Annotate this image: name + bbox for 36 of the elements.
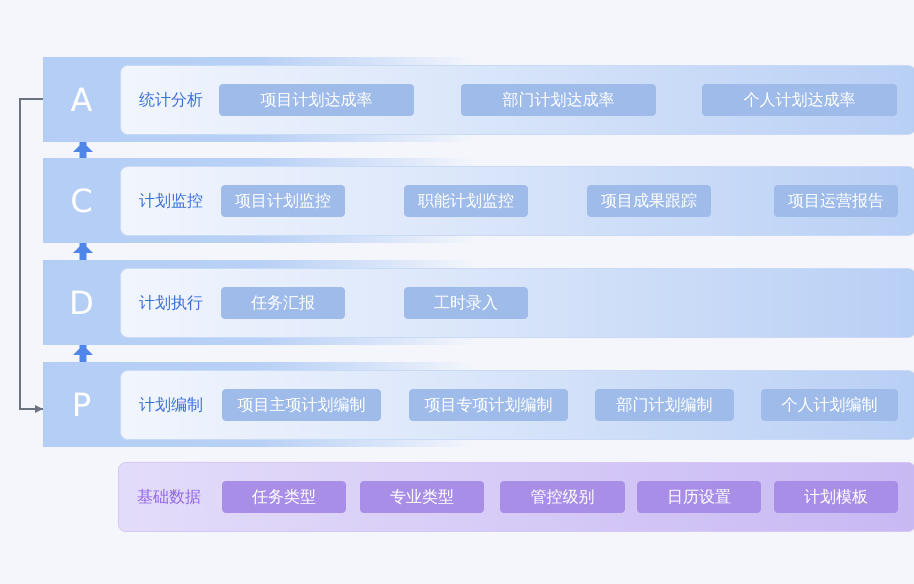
layer-title: 计划执行 [139,292,203,314]
layer-panel [120,65,914,135]
layer-panel [120,268,914,338]
module-tag: 个人计划达成率 [702,84,897,116]
module-tag: 职能计划监控 [404,185,528,217]
module-tag: 个人计划编制 [761,389,898,421]
layer-letter: C [69,180,94,220]
up-arrow [73,345,93,362]
layer-panel [118,462,914,532]
module-tag: 管控级别 [500,481,625,513]
module-tag: 任务类型 [222,481,346,513]
module-tag: 日历设置 [637,481,761,513]
layer-title: 计划监控 [139,190,203,212]
module-tag: 部门计划编制 [595,389,734,421]
module-tag: 项目成果跟踪 [587,185,711,217]
module-tag: 工时录入 [404,287,528,319]
module-tag: 项目主项计划编制 [222,389,381,421]
layer-title: 统计分析 [139,89,203,111]
module-tag: 项目运营报告 [774,185,898,217]
module-tag: 计划模板 [774,481,898,513]
layer-letter: D [68,282,95,322]
feedback-arrow [19,98,43,413]
layer-panel [120,166,914,236]
layer-title: 基础数据 [137,486,201,508]
module-tag: 项目专项计划编制 [409,389,568,421]
module-tag: 部门计划达成率 [461,84,656,116]
module-tag: 专业类型 [360,481,484,513]
up-arrow [73,243,93,260]
layer-letter: P [70,384,92,424]
layer-title: 计划编制 [139,394,203,416]
layer-letter: A [70,80,94,120]
module-tag: 项目计划达成率 [219,84,414,116]
module-tag: 项目计划监控 [221,185,345,217]
layer-panel [120,370,914,440]
up-arrow [73,142,93,158]
module-tag: 任务汇报 [221,287,345,319]
